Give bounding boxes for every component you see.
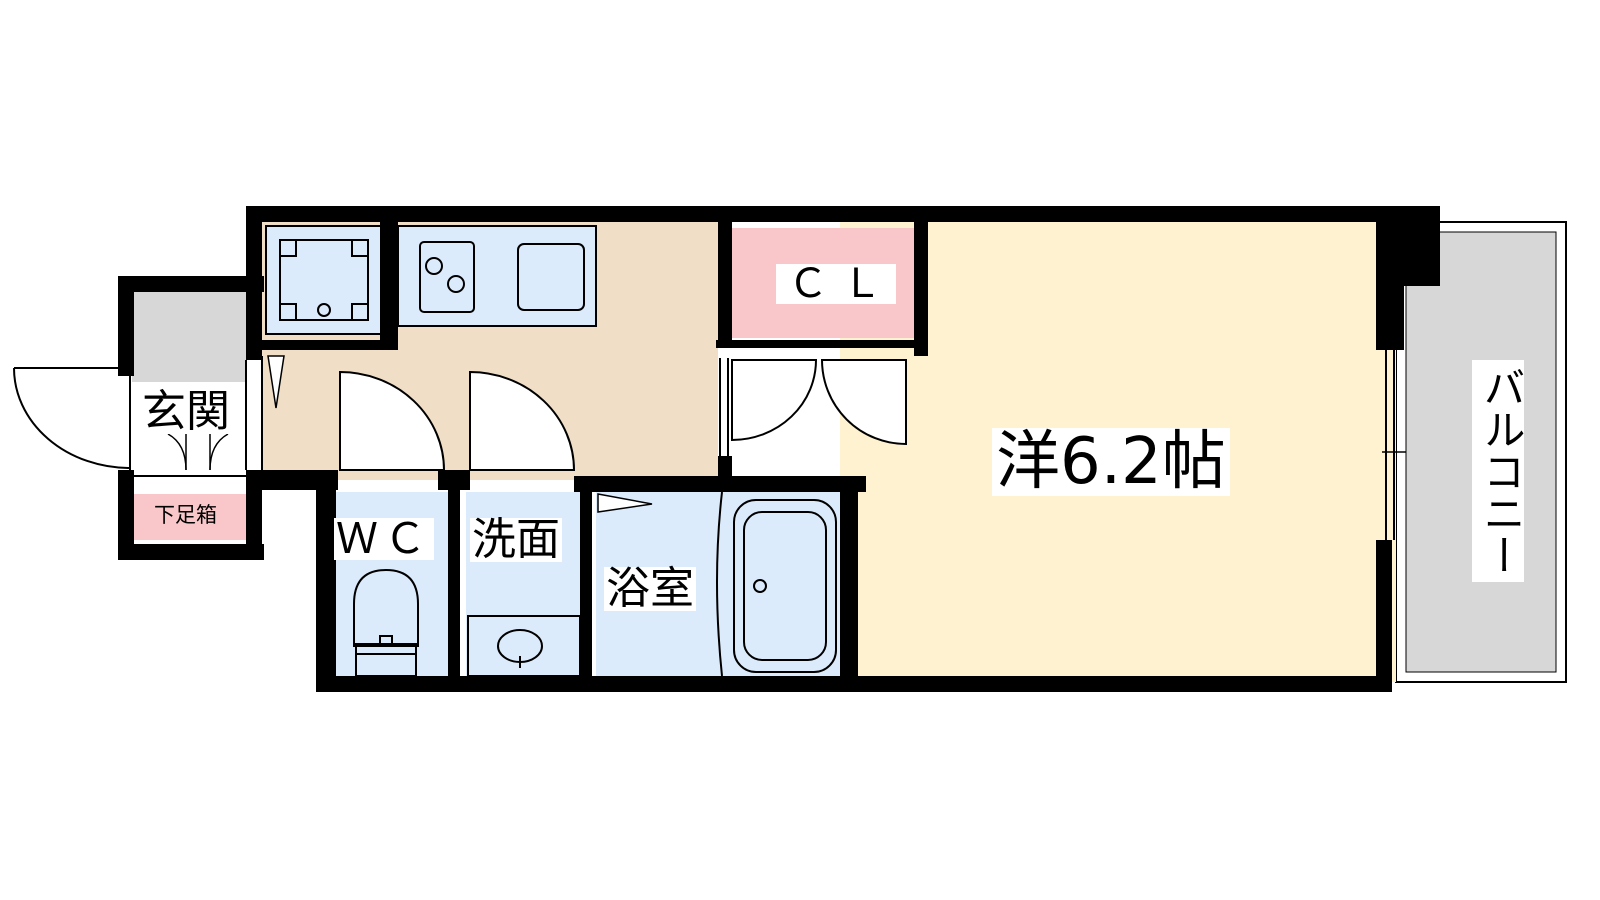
- entrance-door: [13, 367, 131, 469]
- toilet-icon: [353, 568, 419, 677]
- closet-doors: [731, 359, 907, 446]
- balcony-window: [1382, 350, 1406, 540]
- bathroom-door: [597, 493, 653, 513]
- wc-door: [339, 370, 446, 471]
- room-label-balcony: バルコニー: [1472, 360, 1526, 582]
- washroom-door: [469, 370, 576, 471]
- room-label-yokushitsu: 浴室: [604, 563, 696, 614]
- room-label-closet: ＣＬ: [776, 264, 896, 304]
- bathtub-icon: [716, 491, 837, 677]
- shoe-box-door-icon: [167, 432, 229, 471]
- fridge-icon: [279, 239, 369, 321]
- room-label-wc: ＷＣ: [334, 514, 435, 563]
- room-label-senmen: 洗面: [470, 514, 562, 565]
- walls: [118, 206, 1440, 692]
- fridge-door-swing: [267, 355, 285, 409]
- vanity-icon: [467, 615, 581, 677]
- room-entry-door: [719, 358, 729, 456]
- room-label-getabako: 下足箱: [152, 503, 219, 527]
- room-label-western: 洋6.2帖: [992, 428, 1230, 496]
- kitchen-sink-icon: [517, 243, 585, 311]
- entry-floor: [132, 292, 246, 382]
- entry-sliding-door: [129, 356, 263, 470]
- fridge-space: [265, 225, 383, 335]
- stove-icon: [419, 241, 475, 313]
- room-label-genkan: 玄関: [140, 386, 232, 437]
